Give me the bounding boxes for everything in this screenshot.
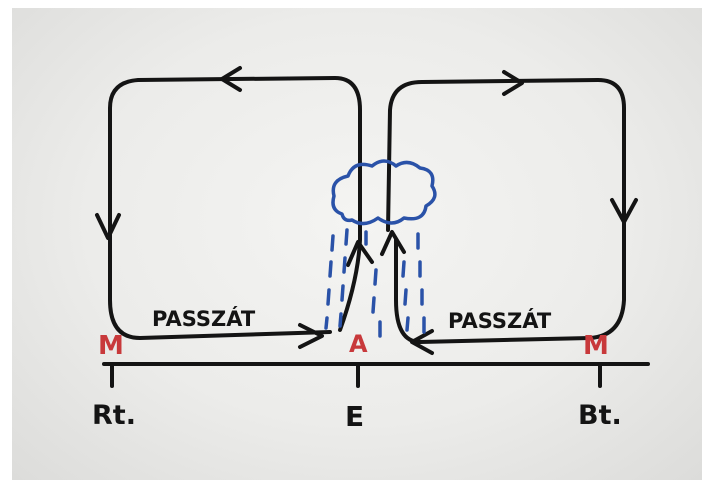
center-low-label: A xyxy=(349,330,368,358)
right-rising-arrow-icon xyxy=(380,230,406,256)
right-top-arrow-icon xyxy=(502,70,524,96)
tick-right-label: Bt. xyxy=(578,400,622,431)
cloud-icon xyxy=(331,159,437,226)
left-bottom-arrow-icon xyxy=(298,323,324,349)
rain-icon xyxy=(324,228,426,338)
left-rising-arrow-icon xyxy=(346,240,374,267)
right-side-arrow-icon xyxy=(610,198,638,224)
right-cell-loop xyxy=(386,78,626,344)
left-flow-label: PASSZÁT xyxy=(152,306,256,331)
tick-center-label: E xyxy=(345,400,364,433)
left-side-arrow-icon xyxy=(95,213,121,240)
left-high-label: M xyxy=(98,331,124,361)
left-top-arrow-icon xyxy=(220,66,242,92)
right-high-label: M xyxy=(583,331,609,361)
tick-left-label: Rt. xyxy=(92,400,136,431)
left-cell-loop xyxy=(108,76,362,340)
right-bottom-arrow-icon xyxy=(410,329,434,355)
right-flow-label: PASSZÁT xyxy=(448,308,552,333)
